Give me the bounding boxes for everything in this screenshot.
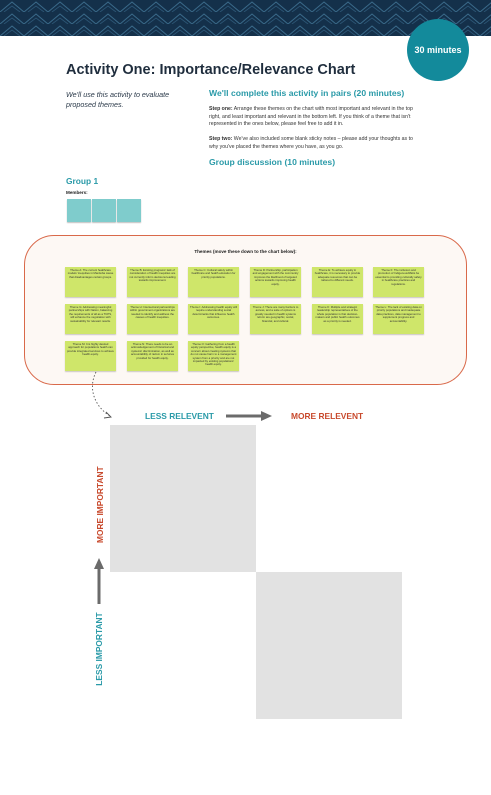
timer-badge: 30 minutes <box>407 19 469 81</box>
theme-note[interactable]: Theme M: It is highly desired approach f… <box>65 341 116 371</box>
importance-relevance-chart[interactable] <box>110 425 402 720</box>
theme-note[interactable]: Theme H: Intersectoral partnerships with… <box>127 304 178 334</box>
step-two-label: Step two: <box>209 136 233 142</box>
quadrant-less-important-less-relevant[interactable] <box>110 572 256 719</box>
right-arrow-icon <box>226 411 272 421</box>
quadrant-more-important-more-relevant[interactable] <box>256 425 402 572</box>
less-important-label: LESS IMPORTANT <box>94 612 104 686</box>
theme-note[interactable]: Theme I: Addressing health equity will r… <box>188 304 239 334</box>
more-relevant-label: MORE RELEVENT <box>291 411 364 421</box>
theme-note[interactable]: Theme J: There are many barriers to acce… <box>250 304 301 334</box>
step-two-text: We've also included some blank sticky no… <box>209 136 413 150</box>
theme-note[interactable]: Theme E: To achieve equity in healthcare… <box>312 267 363 297</box>
theme-note[interactable]: Theme C: Cultural safety within healthca… <box>188 267 239 297</box>
step-one-label: Step one: <box>209 106 233 112</box>
theme-note[interactable]: Theme K: Multiple and strategic leadersh… <box>312 304 363 334</box>
member-sticky-note[interactable] <box>117 199 141 222</box>
discussion-heading: Group discussion (10 minutes) <box>209 157 336 167</box>
theme-note[interactable]: Theme O: Gathering from a health equity … <box>188 341 239 371</box>
page-title: Activity One: Importance/Relevance Chart <box>66 62 356 78</box>
member-sticky-note[interactable] <box>67 199 91 222</box>
pattern-decoration <box>0 0 491 36</box>
pairs-heading: We'll complete this activity in pairs (2… <box>209 88 405 98</box>
header-banner <box>0 0 491 36</box>
theme-note[interactable]: Theme G: Addressing meaningful partnersh… <box>65 304 116 334</box>
group-heading: Group 1 <box>66 176 99 186</box>
less-relevant-label: LESS RELEVENT <box>145 411 214 421</box>
theme-note[interactable]: Theme D: Partnership, participation and … <box>250 267 301 297</box>
step-one-text: Arrange these themes on the chart with m… <box>209 106 413 128</box>
quadrant-more-important-less-relevant[interactable] <box>110 425 256 572</box>
theme-note[interactable]: Theme N: There needs to be an acknowledg… <box>127 341 178 371</box>
dotted-arrow-icon <box>92 371 112 419</box>
members-label: Members: <box>66 190 88 195</box>
step-two: Step two: We've also included some blank… <box>209 136 419 151</box>
intro-text: We'll use this activity to evaluate prop… <box>66 90 170 109</box>
themes-heading: Themes (move these down to the chart bel… <box>194 249 297 254</box>
theme-note[interactable]: Theme A: The current healthcare models’ … <box>65 267 116 297</box>
theme-note[interactable]: Theme F: The inclusion and promotion of … <box>373 267 424 297</box>
more-important-label: MORE IMPORTANT <box>95 466 105 543</box>
up-arrow-icon <box>94 558 104 604</box>
step-one: Step one: Arrange these themes on the ch… <box>209 106 419 129</box>
theme-note[interactable]: Theme B: Existing programs’ lack of cons… <box>127 267 178 297</box>
quadrant-less-important-more-relevant[interactable] <box>256 572 402 719</box>
theme-note[interactable]: Theme L: The lack of existing data on pr… <box>373 304 424 334</box>
member-sticky-note[interactable] <box>92 199 116 222</box>
